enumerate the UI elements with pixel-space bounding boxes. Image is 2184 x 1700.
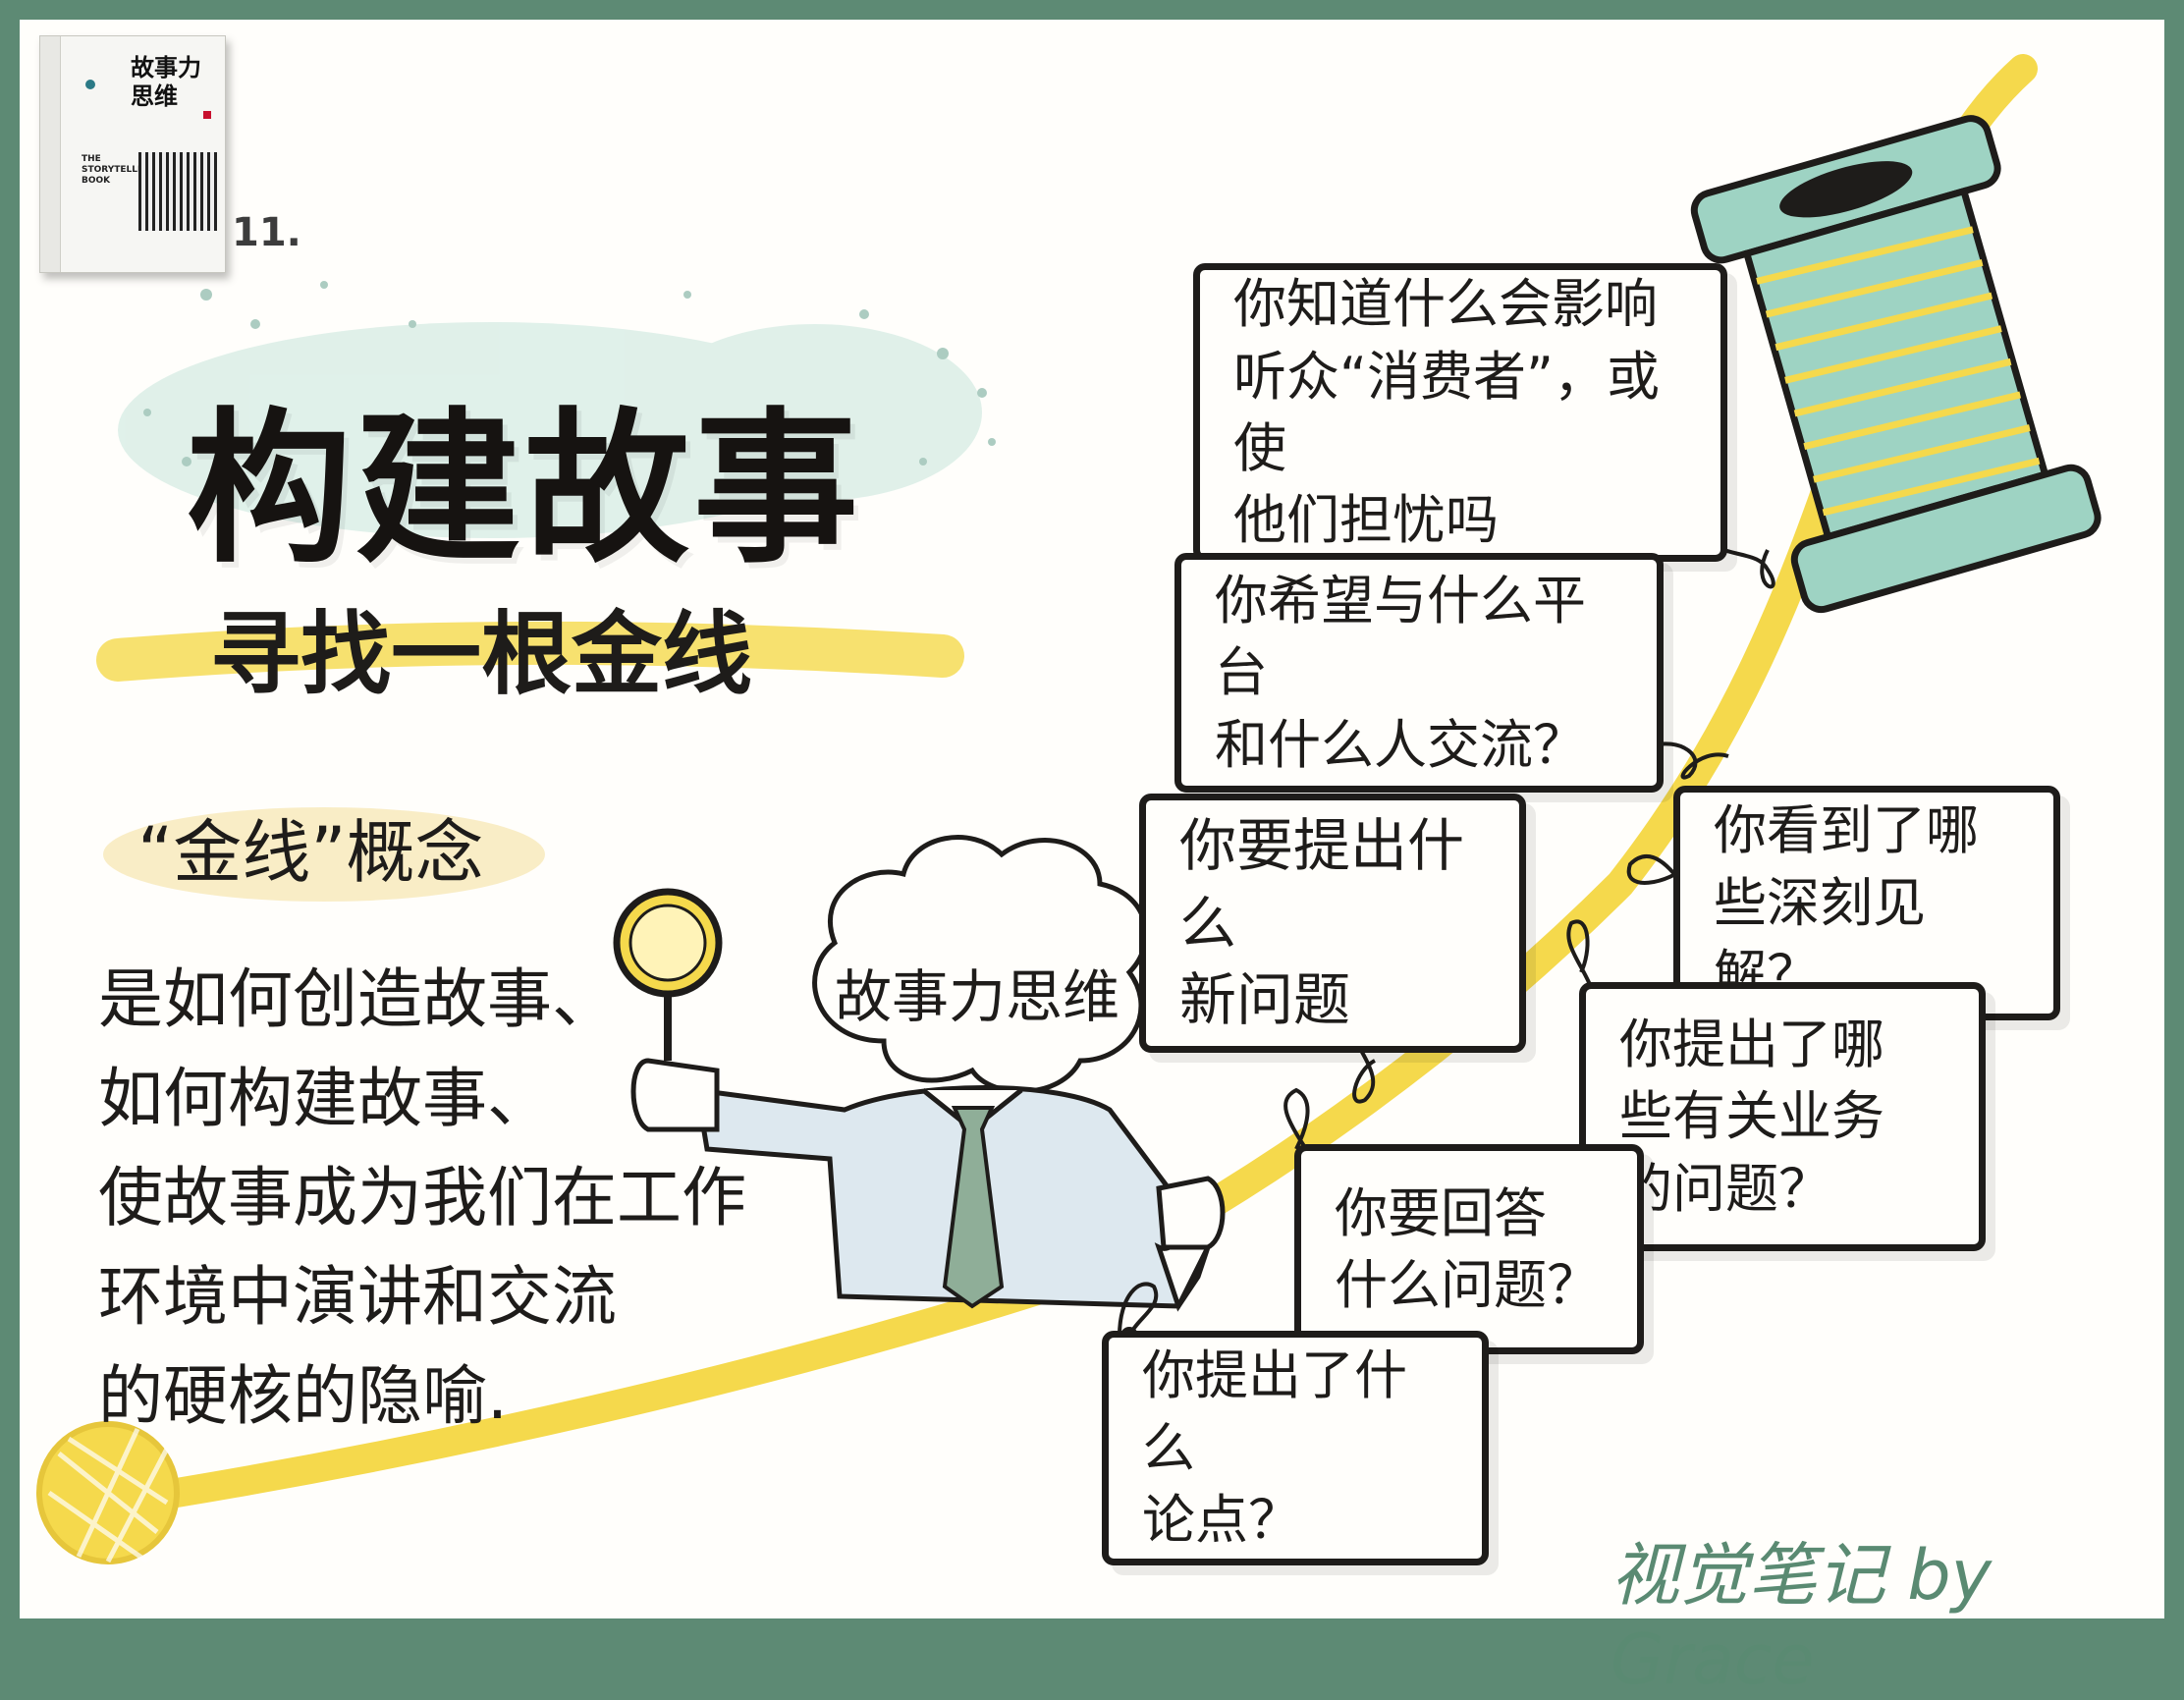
question-text: 你要提出什么 新问题 — [1146, 800, 1519, 1046]
question-text: 你知道什么会影响 听众“消费者”，或使 他们担忧吗 — [1200, 270, 1720, 555]
book-title: 故事力 思维 — [131, 54, 219, 111]
credit-signature: 视觉笔记 by Grace — [1611, 1520, 2184, 1700]
question-box-7: 你提出了什么 论点？ — [1102, 1331, 1489, 1565]
question-box-3: 你要提出什么 新问题 — [1139, 794, 1526, 1053]
book-cover: 故事力 思维 THE STORYTELLING BOOK — [39, 35, 226, 273]
question-text: 你提出了哪 些有关业务 的问题？ — [1586, 989, 1979, 1244]
book-spine — [40, 36, 61, 272]
concept-heading: “金线”概念 — [137, 797, 484, 897]
question-box-6: 你要回答 什么问题？ — [1294, 1144, 1644, 1354]
publisher-logo-icon — [85, 80, 95, 89]
book-cover-art — [138, 152, 217, 231]
thumbs-up-icon — [1159, 1179, 1223, 1247]
figure-head-label: 故事力思维 — [835, 951, 1100, 1033]
concept-body: 是如何创造故事、 如何构建故事、 使故事成为我们在工作 环境中演讲和交流 的硬核… — [98, 951, 746, 1447]
question-text: 你提出了什么 论点？ — [1109, 1338, 1482, 1559]
subtitle: 寻找一根金线 — [210, 581, 752, 712]
question-text: 你看到了哪 些深刻见解？ — [1680, 793, 2053, 1014]
canvas: 故事力 思维 THE STORYTELLING BOOK 11. 构建故事 寻找… — [0, 0, 2184, 1638]
main-title: 构建故事 — [187, 356, 862, 594]
question-text: 你要回答 什么问题？ — [1301, 1151, 1637, 1347]
book-english-title: THE STORYTELLING BOOK — [82, 154, 140, 186]
question-box-2: 你希望与什么平台 和什么人交流？ — [1174, 553, 1664, 793]
page-number: 11. — [232, 210, 301, 255]
book-accent-dot — [203, 111, 211, 119]
question-box-1: 你知道什么会影响 听众“消费者”，或使 他们担忧吗 — [1193, 263, 1727, 562]
thread-spool-icon — [1690, 114, 2102, 613]
question-text: 你希望与什么平台 和什么人交流？ — [1181, 560, 1657, 786]
